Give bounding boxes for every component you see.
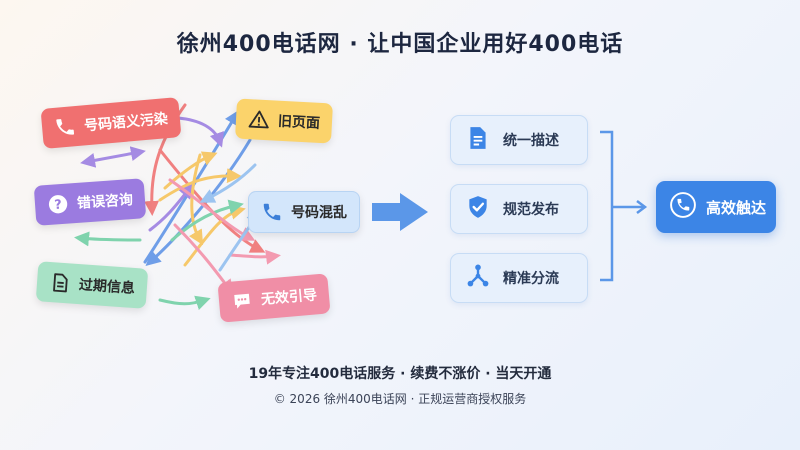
problem-invalid-guide: 无效引导 — [217, 273, 331, 323]
problem-outdated-info: 过期信息 — [35, 261, 149, 309]
problem-semantic-pollution: 号码语义污染 — [40, 97, 182, 149]
problem-label: 旧页面 — [277, 113, 321, 132]
document-icon — [465, 125, 491, 155]
problem-old-page: 旧页面 — [235, 98, 333, 144]
problem-number-confusion: 号码混乱 — [248, 191, 360, 233]
phone-icon — [53, 115, 77, 139]
question-icon: ? — [46, 192, 69, 215]
phone-icon — [261, 201, 283, 223]
branch-icon — [465, 263, 491, 293]
service-tagline: 19年专注400电话服务 · 续费不涨价 · 当天开通 — [248, 366, 552, 382]
document-icon — [48, 271, 71, 294]
problem-label: 号码语义污染 — [83, 111, 169, 135]
result-label: 高效触达 — [706, 198, 767, 217]
step-label: 精准分流 — [503, 271, 559, 287]
problem-wrong-consult: ? 错误咨询 — [33, 178, 147, 226]
phone-icon — [670, 192, 696, 222]
step-standard-publish: 规范发布 — [450, 184, 588, 234]
step-unified-description: 统一描述 — [450, 115, 588, 165]
problem-label: 号码混乱 — [291, 205, 347, 221]
copyright-notice: © 2026 徐州400电话网 · 正规运营商授权服务 — [273, 392, 527, 406]
problem-label: 过期信息 — [78, 277, 136, 297]
step-label: 统一描述 — [503, 133, 559, 149]
chat-bubble-icon — [230, 289, 254, 313]
page-title: 徐州400电话网 · 让中国企业用好400电话 — [176, 32, 624, 57]
problem-label: 无效引导 — [260, 287, 318, 309]
problem-label: 错误咨询 — [76, 192, 134, 212]
merge-bracket — [600, 130, 648, 282]
result-efficient-reach: 高效触达 — [656, 181, 776, 233]
shield-check-icon — [465, 194, 491, 224]
main-flow-arrow — [372, 193, 428, 231]
step-precise-routing: 精准分流 — [450, 253, 588, 303]
warning-icon — [247, 108, 270, 131]
step-label: 规范发布 — [503, 202, 559, 218]
svg-text:?: ? — [54, 198, 62, 213]
